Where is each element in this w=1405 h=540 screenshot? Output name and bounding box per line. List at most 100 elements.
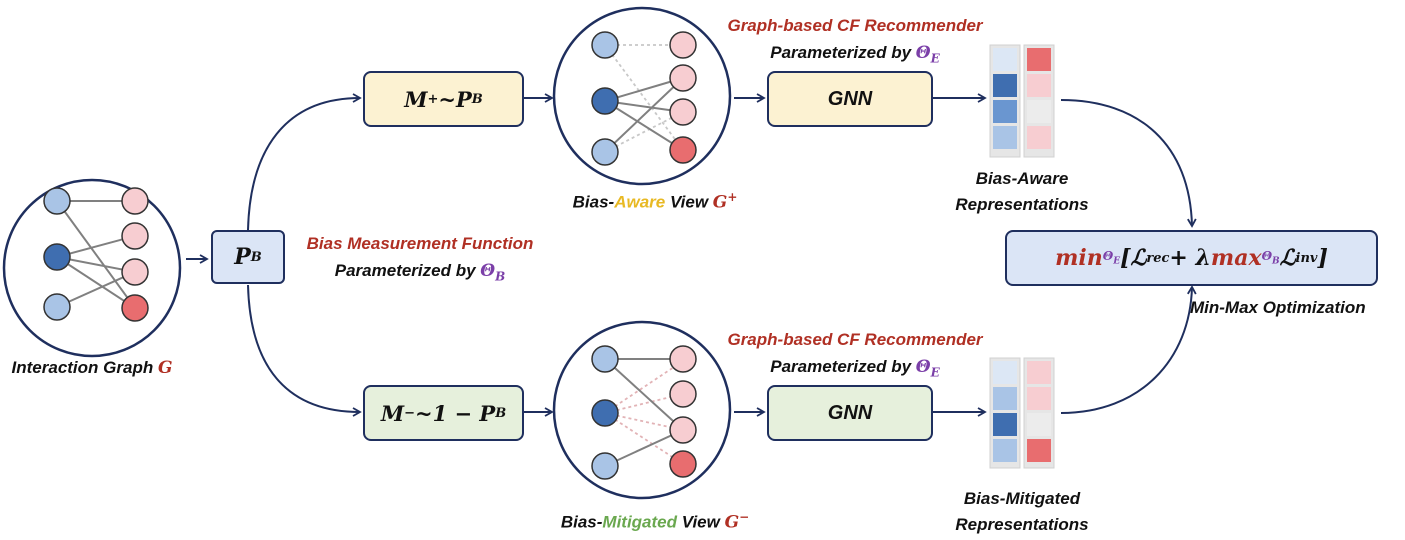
view-keyword: Aware <box>614 192 666 212</box>
embedding-cell <box>1027 48 1051 71</box>
bias-aware-view-graph <box>552 6 732 186</box>
embedding-cell <box>993 48 1017 71</box>
theta-subscript: E <box>930 365 940 380</box>
mask-symbol: M <box>380 400 405 426</box>
sampling-subscript: B <box>495 405 507 421</box>
bias-mitigated-view-label: Bias-Mitigated View G− <box>561 510 749 533</box>
arrow-top-repr-to-objective <box>1060 99 1197 228</box>
item-node <box>669 450 697 478</box>
theta-subscript: B <box>495 269 506 284</box>
rec-superscript: rec <box>1146 250 1170 266</box>
embedding-cell <box>993 439 1017 462</box>
embedding-cell <box>993 74 1017 97</box>
mask-superscript: − <box>404 405 415 421</box>
repr-caption-line: Representations <box>955 195 1089 215</box>
item-node <box>121 258 149 286</box>
item-node <box>669 345 697 373</box>
item-node <box>121 294 149 322</box>
item-node <box>669 64 697 92</box>
item-node <box>669 98 697 126</box>
objective-close: ] <box>1317 245 1328 271</box>
user-node <box>43 293 71 321</box>
interaction-graph-label: Interaction Graph G <box>12 358 173 378</box>
item-node <box>121 222 149 250</box>
view-suffix: View <box>665 192 713 212</box>
bias-aware-view-label: Bias-Aware View G+ <box>573 190 738 213</box>
bias-measurement-title: Bias Measurement Function <box>306 234 534 253</box>
max-operator: max <box>1210 245 1262 271</box>
min-max-caption: Min-Max Optimization <box>1190 298 1366 317</box>
bias-box-symbol: P <box>234 244 251 270</box>
theta-subscript: E <box>930 51 940 66</box>
embedding-cell <box>993 361 1017 384</box>
repr-caption-line: Bias-Aware <box>975 169 1069 188</box>
repr-caption-line: Bias-Mitigated <box>963 489 1081 508</box>
item-node <box>669 31 697 59</box>
top-recommender-title: Graph-based CF Recommender <box>727 16 983 35</box>
arrow-bottom-repr-to-objective <box>1060 285 1197 414</box>
inv-superscript: inv <box>1295 250 1318 266</box>
view-prefix: Bias- <box>560 512 603 532</box>
bottom-gnn-box: GNN <box>767 385 933 441</box>
inv-loss-symbol: ℒ <box>1279 245 1296 271</box>
embedding-cell <box>993 100 1017 123</box>
top-gnn-box: GNN <box>767 71 933 127</box>
param-text: Parameterized by <box>770 357 916 376</box>
embedding-cell <box>1027 100 1051 123</box>
embedding-cell <box>1027 439 1051 462</box>
min-subscript-index: E <box>1113 256 1121 267</box>
mask-symbol: M <box>404 86 428 112</box>
max-subscript: Θ <box>1261 249 1273 264</box>
interaction-graph-boundary <box>2 178 182 358</box>
bias-mitigated-repr-caption: Bias-Mitigated Representations <box>955 486 1088 539</box>
theta-symbol: Θ <box>915 357 931 377</box>
user-node <box>591 31 619 59</box>
arrow-to-top-sampler <box>247 93 362 231</box>
graph-symbol: G <box>157 358 173 378</box>
sampling-subscript: B <box>471 91 483 107</box>
top-recommender-param: Parameterized by ΘE <box>770 43 939 66</box>
mask-superscript: + <box>427 91 439 107</box>
bias-mitigated-view-graph <box>552 320 732 500</box>
repr-caption-line: Representations <box>955 515 1089 535</box>
view-symbol: G <box>712 192 728 213</box>
arrow-to-bottom-sampler <box>247 284 362 417</box>
param-text: Parameterized by <box>770 43 916 62</box>
objective-open: [ℒ <box>1120 245 1147 271</box>
user-node <box>591 452 619 480</box>
user-node <box>591 138 619 166</box>
min-subscript: Θ <box>1102 249 1114 264</box>
bottom-recommender-param: Parameterized by ΘE <box>770 357 939 380</box>
view-prefix: Bias- <box>572 192 615 212</box>
interaction-graph-label-text: Interaction Graph <box>11 358 158 377</box>
view-symbol: G <box>724 512 740 533</box>
theta-symbol: Θ <box>915 43 931 63</box>
view-superscript: + <box>727 190 738 204</box>
embedding-cell <box>993 387 1017 410</box>
connector-arrows <box>186 93 1197 417</box>
bias-box-subscript: B <box>250 249 262 265</box>
interaction-graph <box>2 178 182 358</box>
view-superscript: − <box>739 510 750 524</box>
sampling-expression: ~P <box>438 86 472 112</box>
item-node <box>669 136 697 164</box>
user-node <box>43 243 71 271</box>
bias-measurement-param: Parameterized by ΘB <box>335 261 505 284</box>
bias-aware-representations <box>989 44 1055 158</box>
user-node <box>591 345 619 373</box>
embedding-cell <box>1027 126 1051 149</box>
user-node <box>591 87 619 115</box>
lambda-term: + λ <box>1169 245 1211 271</box>
embedding-cell <box>1027 413 1051 436</box>
param-text: Parameterized by <box>334 261 481 280</box>
bias-mitigated-view-boundary <box>552 320 732 500</box>
item-node <box>669 416 697 444</box>
view-keyword: Mitigated <box>602 512 678 532</box>
item-node <box>669 380 697 408</box>
max-subscript-index: B <box>1272 256 1280 267</box>
